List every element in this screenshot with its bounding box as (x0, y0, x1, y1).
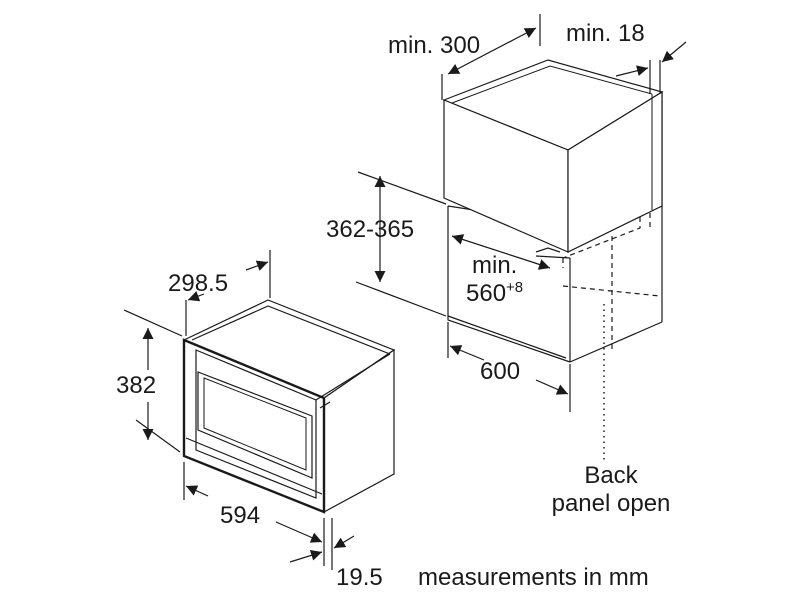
measurements-note: measurements in mm (418, 564, 649, 591)
width-560-label: 560+8 (466, 279, 524, 307)
width-560-value: 560 (466, 280, 507, 307)
oven-appliance (182, 299, 396, 514)
depth-298-5-label: 298.5 (168, 270, 229, 297)
width-560-tolerance: +8 (506, 279, 524, 296)
height-382-label: 382 (116, 372, 157, 399)
back-panel-line1: Back (584, 462, 638, 489)
cabinet-dimensions (355, 14, 687, 412)
min-300-label: min. 300 (388, 32, 481, 59)
back-panel-line2: panel open (551, 490, 671, 517)
depth-600-label: 600 (480, 358, 521, 385)
min-label: min. (472, 252, 518, 279)
oven-dimensions (123, 250, 355, 570)
cabinet-niche (442, 59, 664, 462)
width-594-label: 594 (220, 502, 261, 529)
min-18-label: min. 18 (566, 20, 645, 47)
depth-19-5-label: 19.5 (336, 564, 383, 591)
height-362-365-label: 362-365 (326, 216, 415, 243)
